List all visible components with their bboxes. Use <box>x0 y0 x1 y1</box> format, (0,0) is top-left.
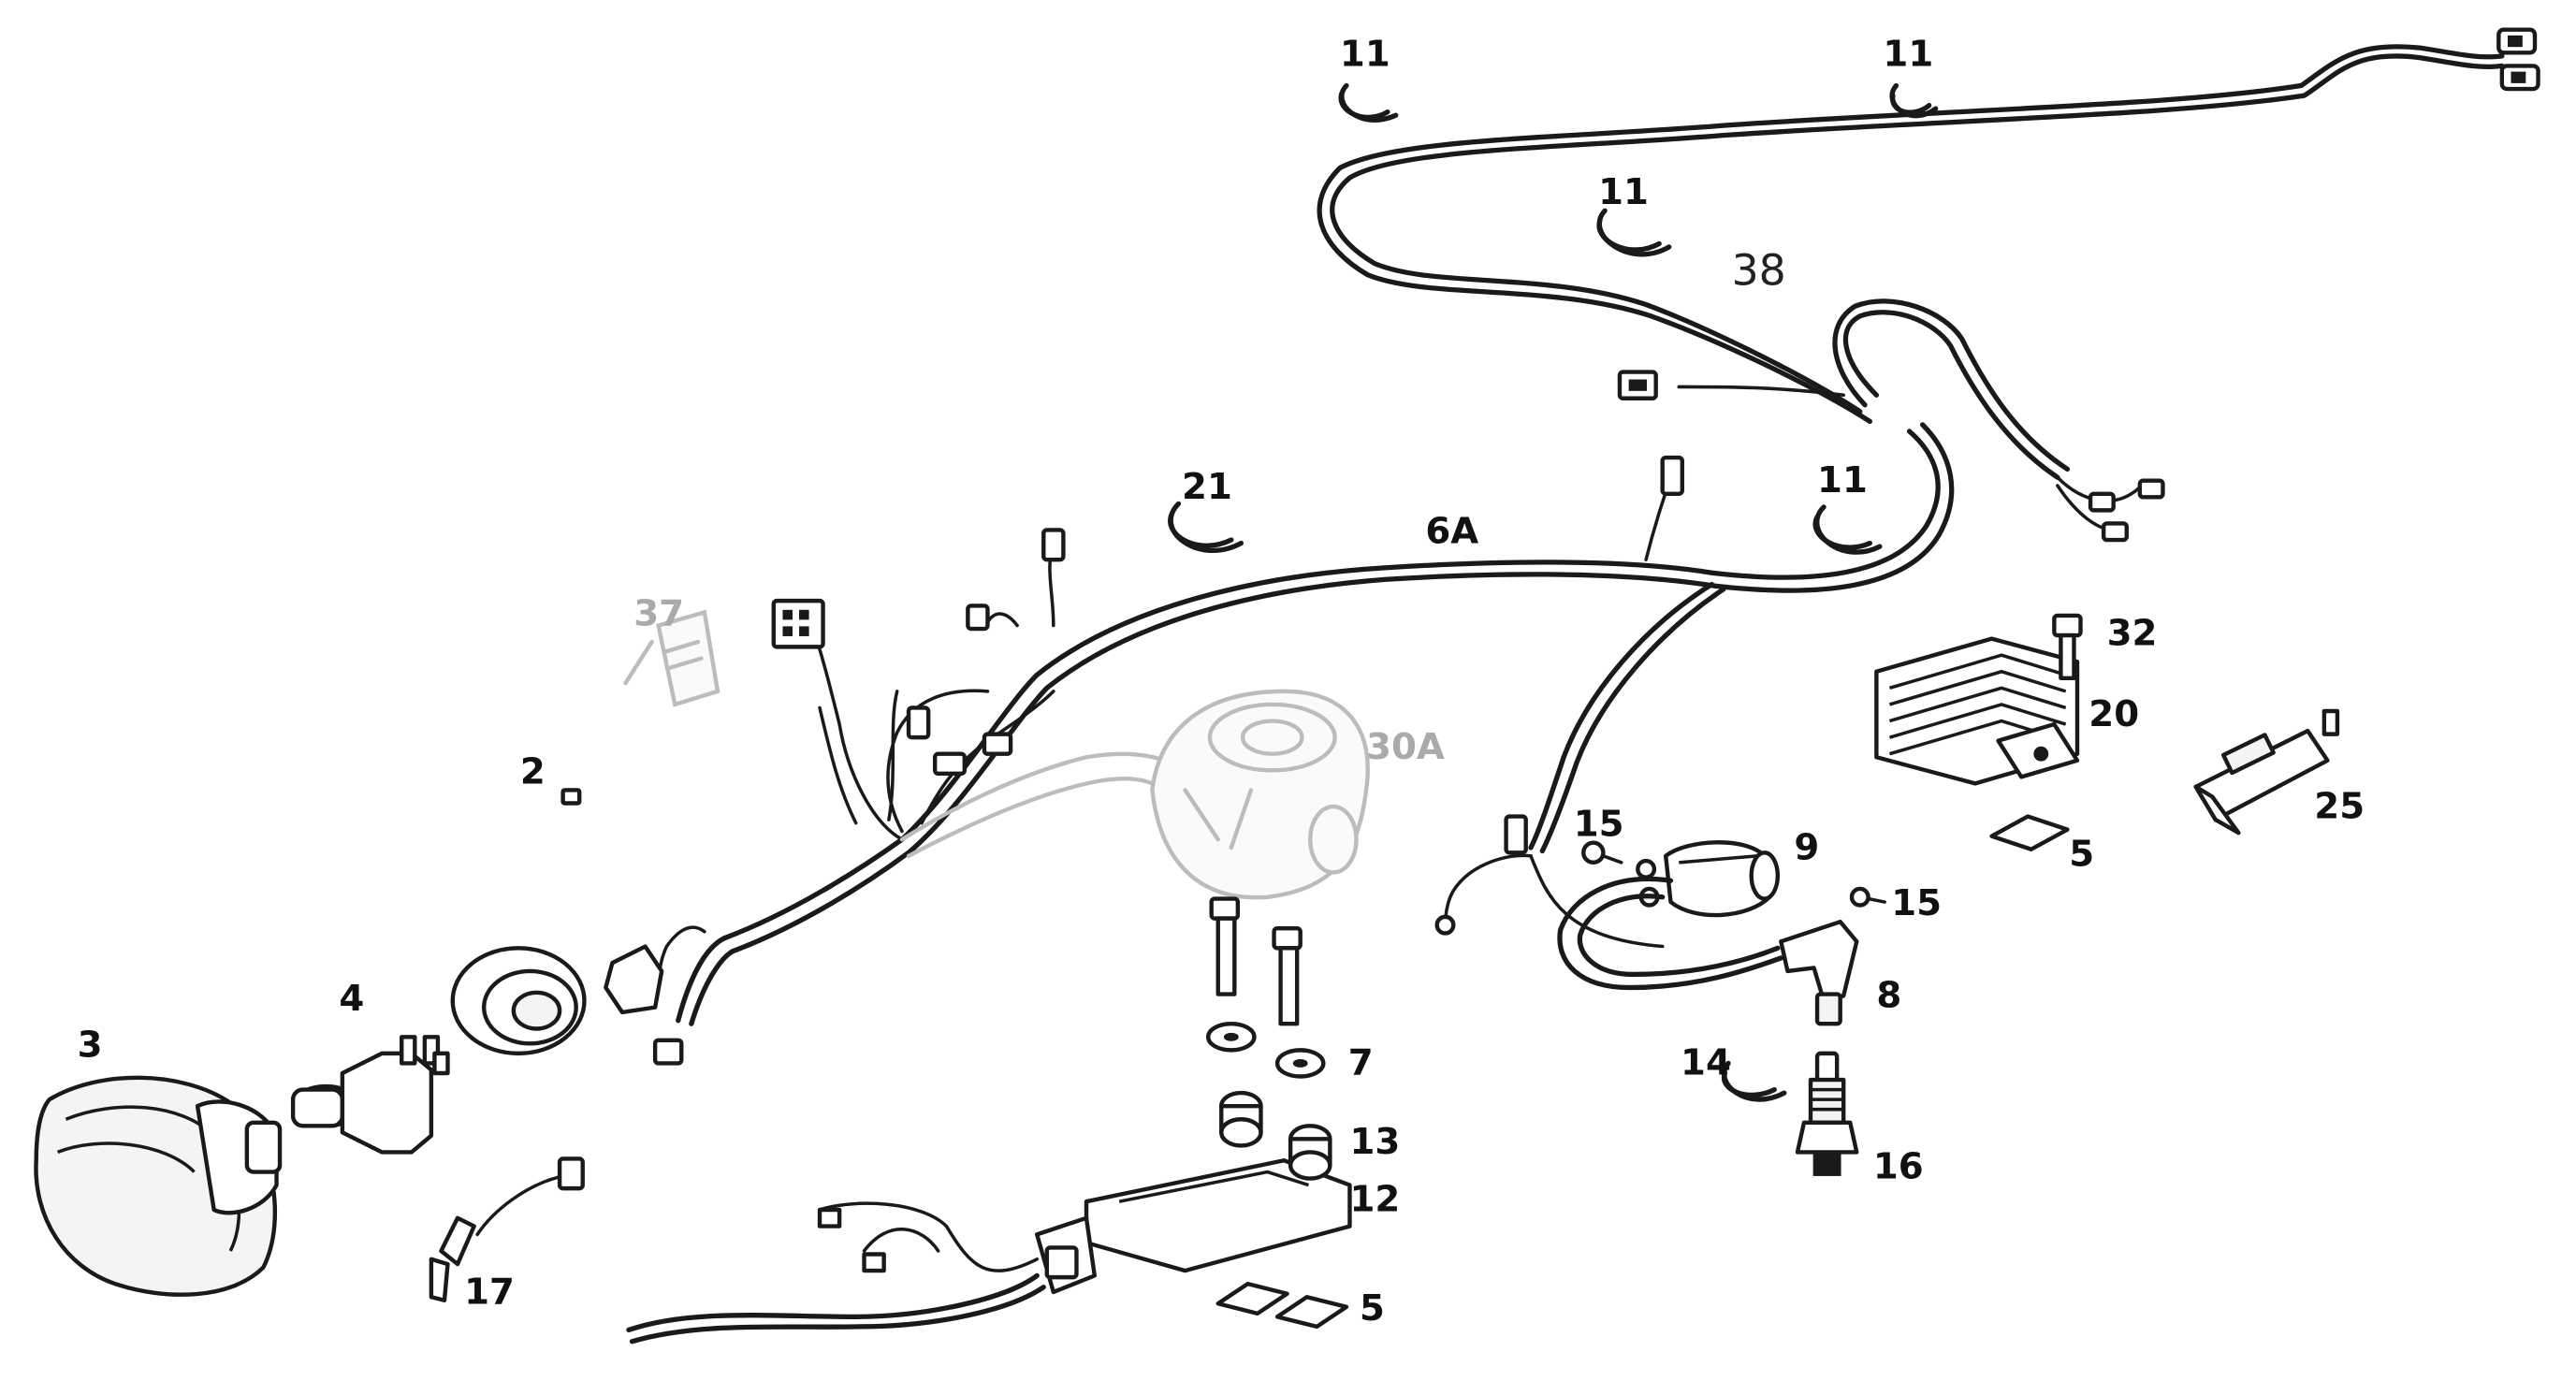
callout-15-a: 15 <box>1574 804 1624 846</box>
harness-38-connectors <box>1617 370 2165 543</box>
callout-30A: 30A <box>1366 726 1445 768</box>
cable-clips <box>1168 82 1939 1102</box>
mounting-bracket-right <box>1989 814 2070 851</box>
callout-5-right: 5 <box>2069 833 2094 875</box>
spark-plug-cap <box>1557 876 1859 1026</box>
rear-connector-plug <box>2496 27 2540 92</box>
callout-13: 13 <box>1349 1121 1400 1163</box>
headlight-bulb <box>290 1035 450 1155</box>
callout-6A: 6A <box>1425 511 1478 553</box>
cdi-unit <box>817 1158 1352 1295</box>
callout-38: 38 <box>1732 245 1786 295</box>
callout-21: 21 <box>1182 466 1232 508</box>
callout-8: 8 <box>1876 975 1901 1017</box>
fuse-holder-ghost <box>623 609 720 707</box>
callout-14: 14 <box>1681 1042 1731 1084</box>
callout-4: 4 <box>339 978 364 1020</box>
callout-32: 32 <box>2107 613 2158 655</box>
callout-11-d: 11 <box>1817 459 1868 502</box>
rubber-grommets <box>1219 1090 1332 1181</box>
fuse-small <box>560 788 582 806</box>
callout-3: 3 <box>78 1024 103 1066</box>
callout-15-b: 15 <box>1891 882 1942 924</box>
headlight-assembly <box>34 1075 283 1297</box>
voltage-regulator <box>1874 636 2080 786</box>
bulb-boot <box>450 946 587 1056</box>
position-bulb <box>429 1156 585 1302</box>
callout-5-bottom: 5 <box>1360 1287 1385 1330</box>
spark-plug <box>1795 1051 1859 1176</box>
callout-2: 2 <box>520 750 546 792</box>
handlebar-switch-ghost <box>899 689 1370 900</box>
callout-9: 9 <box>1794 826 1819 868</box>
coil-screws <box>1581 840 1886 908</box>
rear-wiring-harness <box>1317 44 2505 532</box>
multi-pin-connector <box>771 455 1685 855</box>
callout-12: 12 <box>1349 1179 1400 1221</box>
callout-25: 25 <box>2314 785 2365 827</box>
ignition-coil <box>1636 840 1781 918</box>
mounting-brackets-bottom <box>1215 1281 1349 1330</box>
callout-11-a: 11 <box>1340 33 1390 75</box>
bolts-cdi <box>1209 896 1303 1026</box>
washers <box>1205 1022 1326 1079</box>
regulator-bolt <box>2052 613 2083 681</box>
callout-37: 37 <box>633 593 684 635</box>
callout-11-b: 11 <box>1883 33 1933 75</box>
callout-11-c: 11 <box>1598 171 1649 213</box>
ground-wire <box>1434 853 1665 949</box>
starter-relay <box>2193 708 2340 836</box>
callout-20: 20 <box>2088 693 2139 735</box>
callout-labels: 2 3 4 5 5 6A 7 8 9 11 11 11 11 12 13 14 … <box>78 33 2365 1329</box>
callout-7: 7 <box>1348 1042 1374 1084</box>
headlight-connector <box>604 944 684 1066</box>
callout-16: 16 <box>1873 1146 1924 1188</box>
callout-17: 17 <box>464 1271 515 1313</box>
